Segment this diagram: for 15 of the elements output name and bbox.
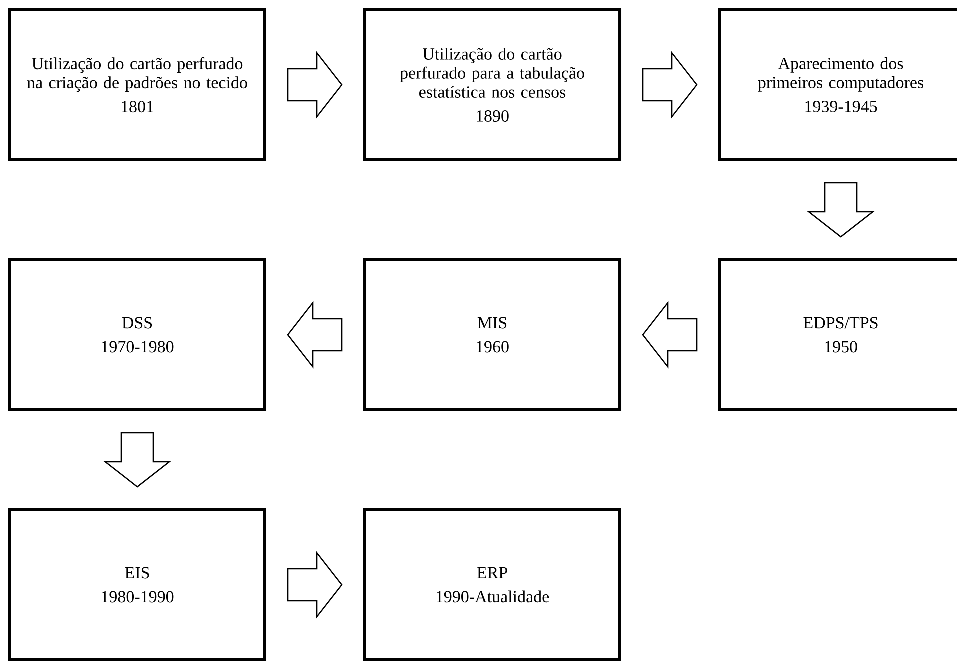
block-arrow <box>287 551 343 619</box>
timeline-box: DSS 1970-1980 <box>8 258 266 412</box>
timeline-box: MIS 1960 <box>364 258 622 412</box>
timeline-box: ERP 1990-Atualidade <box>364 508 622 662</box>
timeline-box: Utilização do cartão perfurado na criação de padrões no tecido 1801 <box>8 8 266 162</box>
block-arrow <box>287 301 343 369</box>
timeline-box: EIS 1980-1990 <box>8 508 266 662</box>
timeline-box: Aparecimento dos primeiros computadores 1939-1945 <box>718 8 957 162</box>
block-arrow <box>642 301 698 369</box>
block-arrow <box>642 51 698 119</box>
block-arrow <box>104 432 172 488</box>
block-arrow <box>287 51 343 119</box>
timeline-box: Utilização do cartão perfurado para a tabulação estatística nos censos 1890 <box>364 8 622 162</box>
block-arrow <box>807 182 875 238</box>
timeline-box: EDPS/TPS 1950 <box>718 258 957 412</box>
